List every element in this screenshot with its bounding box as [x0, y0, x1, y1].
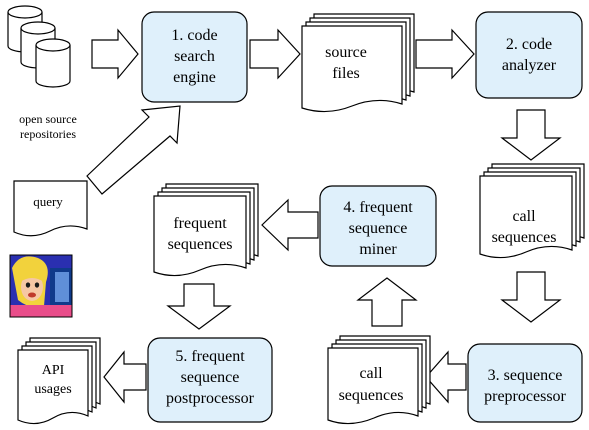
postprocessor-line3: postprocessor: [166, 390, 255, 407]
miner-line1: 4. frequent: [343, 199, 413, 216]
search-engine-line2: search: [174, 48, 215, 65]
document-stack-call-sequences-right: [479, 163, 585, 259]
search-engine-line1: 1. code: [171, 27, 217, 44]
process-preprocessor: 3. sequence preprocessor: [467, 343, 583, 423]
arrow-callseq-to-miner: [356, 277, 418, 327]
query-document: [13, 180, 88, 237]
arrow-frequent-to-postprocessor: [166, 283, 232, 330]
api-usages-line1: API: [42, 363, 65, 378]
source-files-line1: source: [325, 44, 367, 61]
arrow-search-to-source: [249, 28, 301, 80]
postprocessor-line1: 5. frequent: [175, 348, 245, 365]
query-label: query: [33, 194, 63, 209]
call-sequences-right-line1: call: [512, 208, 536, 225]
arrow-query-to-search: [86, 105, 181, 195]
document-stack-source-files: [301, 13, 415, 113]
analyzer-line2: analyzer: [502, 57, 557, 74]
repositories-label-line2: repositories: [20, 127, 76, 141]
miner-line2: sequence: [349, 220, 408, 237]
flow-arrows: [86, 28, 562, 404]
search-engine-line3: engine: [173, 69, 216, 86]
repositories-database-icon: [7, 5, 71, 88]
preprocessor-line2: preprocessor: [484, 388, 566, 405]
miner-line3: miner: [359, 241, 397, 258]
document-stack-api-usages: [17, 337, 101, 425]
process-search-engine: 1. code search engine: [141, 11, 248, 103]
source-files-line2: files: [332, 65, 360, 82]
process-postprocessor: 5. frequent sequence postprocessor: [147, 337, 273, 423]
api-usages-line2: usages: [34, 382, 71, 397]
frequent-sequences-line2: sequences: [168, 236, 233, 253]
arrow-postprocessor-to-api: [103, 350, 147, 404]
document-stack-call-sequences-bottom: [327, 335, 431, 425]
arrow-preprocessor-to-callseq: [425, 350, 467, 404]
call-sequences-bottom-line2: sequences: [339, 387, 404, 404]
arrow-miner-to-frequent: [261, 198, 319, 252]
call-sequences-right-line2: sequences: [492, 229, 557, 246]
arrow-analyzer-to-callseq: [500, 109, 562, 161]
document-stack-frequent-sequences: [153, 183, 259, 277]
analyzer-line1: 2. code: [506, 36, 552, 53]
process-analyzer: 2. code analyzer: [475, 11, 583, 99]
arrow-source-to-analyzer: [415, 28, 475, 80]
arrow-repos-to-search: [91, 28, 139, 80]
process-miner: 4. frequent sequence miner: [319, 185, 437, 267]
call-sequences-bottom-line1: call: [359, 365, 383, 382]
arrow-callseq-to-preprocessor: [500, 271, 562, 323]
frustrated-user-at-computer-icon: [9, 254, 73, 318]
postprocessor-line2: sequence: [181, 369, 240, 386]
repositories-label-line1: open source: [19, 112, 77, 126]
preprocessor-line1: 3. sequence: [488, 367, 563, 384]
frequent-sequences-line1: frequent: [173, 215, 227, 232]
